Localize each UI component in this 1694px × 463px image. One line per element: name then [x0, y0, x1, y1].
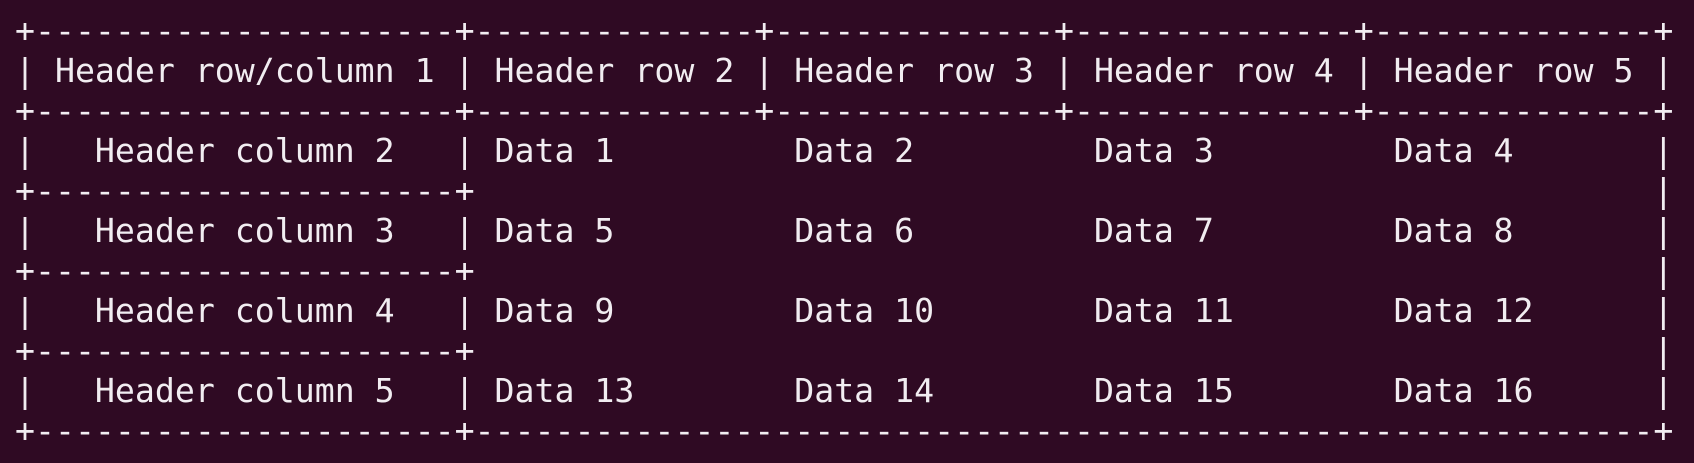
table-data-row-3: | Header column 4 | Data 9 Data 10 Data …	[15, 291, 1674, 330]
table-data-row-4: | Header column 5 | Data 13 Data 14 Data…	[15, 371, 1674, 410]
table-row-separator-1: +---------------------+ |	[15, 171, 1674, 210]
table-header-row: | Header row/column 1 | Header row 2 | H…	[15, 51, 1674, 90]
table-top-border: +---------------------+--------------+--…	[15, 11, 1674, 50]
table-data-row-2: | Header column 3 | Data 5 Data 6 Data 7…	[15, 211, 1674, 250]
table-header-separator: +---------------------+--------------+--…	[15, 91, 1674, 130]
table-bottom-border: +---------------------+-----------------…	[15, 411, 1674, 450]
table-data-row-1: | Header column 2 | Data 1 Data 2 Data 3…	[15, 131, 1674, 170]
table-row-separator-3: +---------------------+ |	[15, 331, 1674, 370]
table-row-separator-2: +---------------------+ |	[15, 251, 1674, 290]
